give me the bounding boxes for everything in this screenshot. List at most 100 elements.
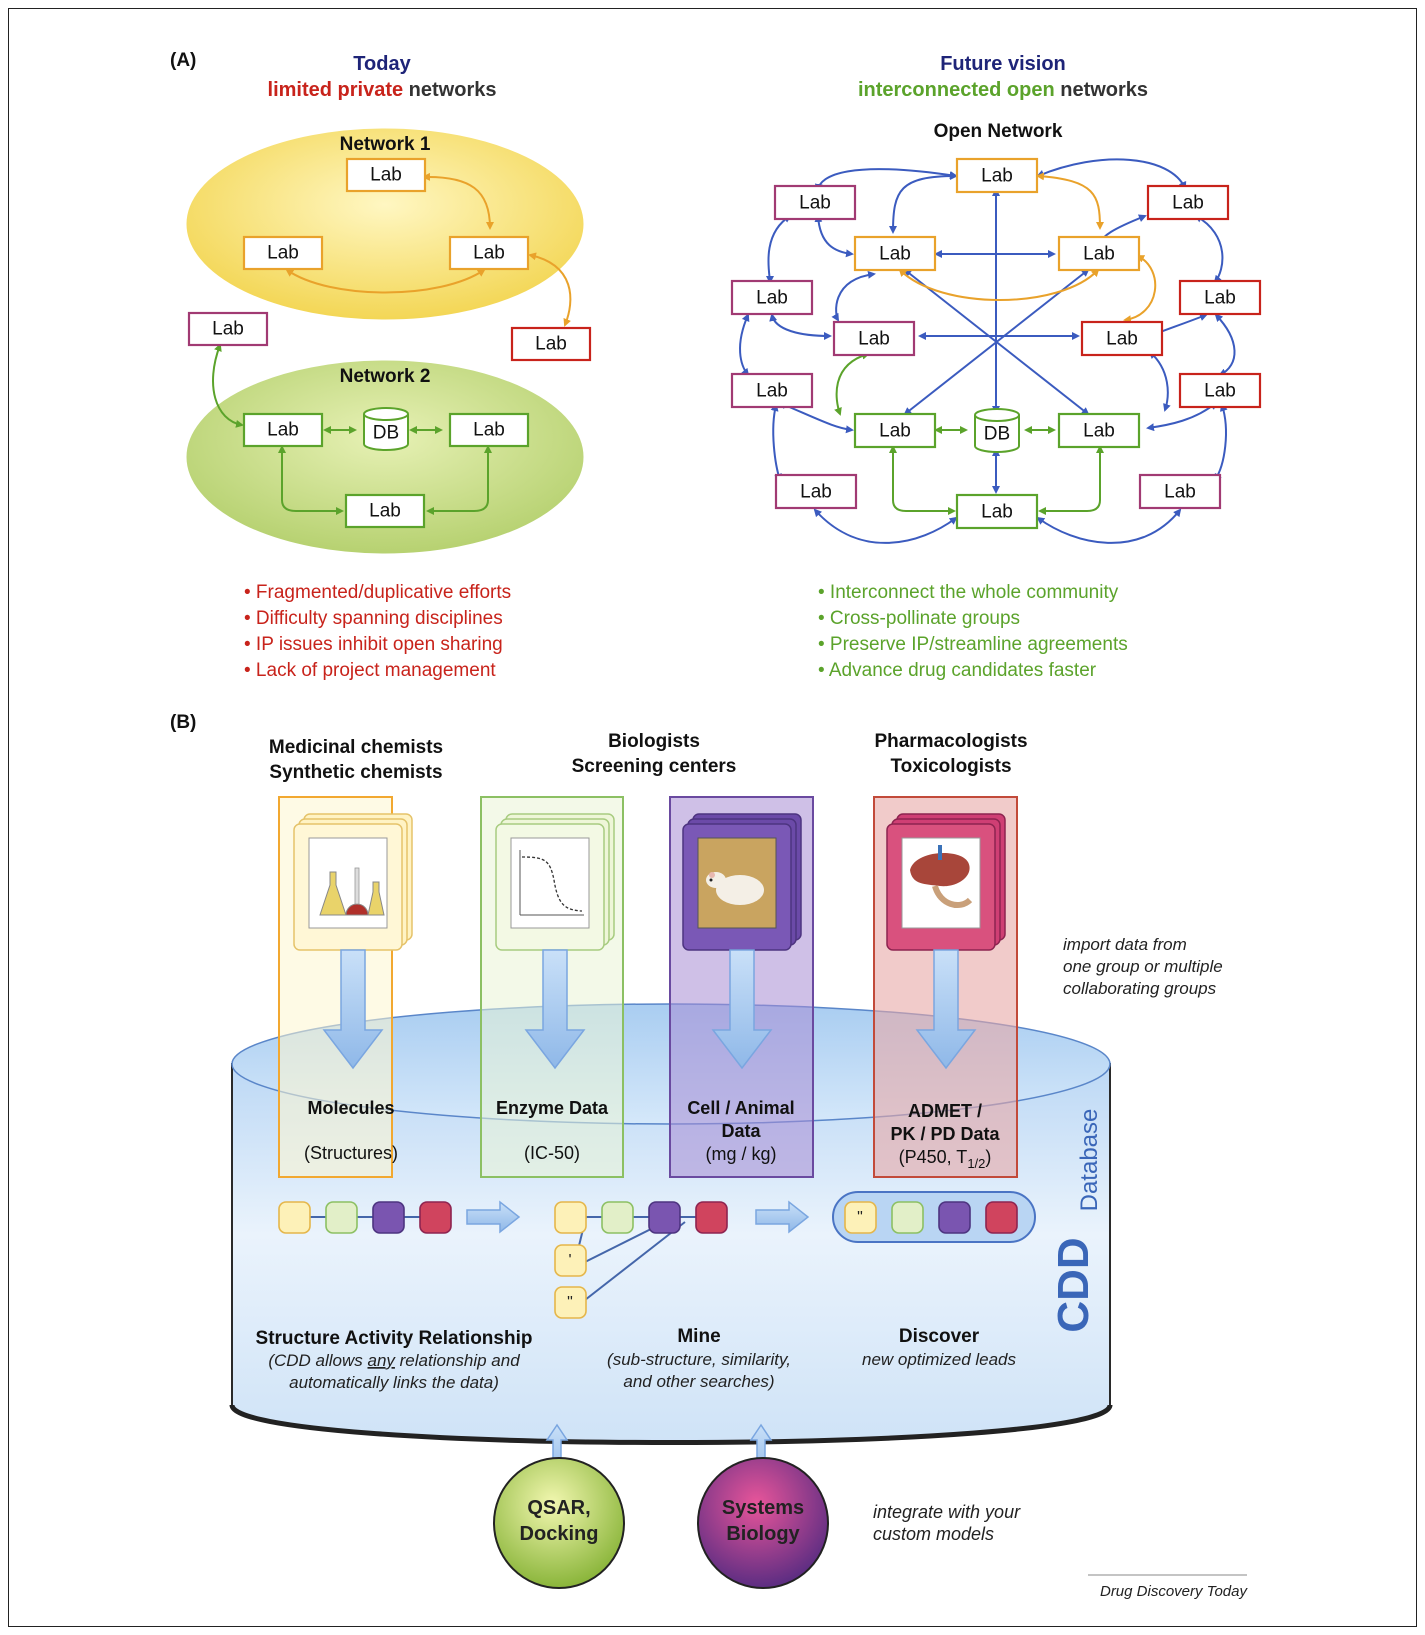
chain-node-variant — [554, 1286, 587, 1319]
today-bullet: • Difficulty spanning disciplines — [244, 608, 503, 629]
lab-node: Lab — [730, 372, 814, 409]
mine-title: Mine — [677, 1326, 720, 1347]
lab-node: Lab — [853, 412, 937, 449]
chain-node — [891, 1201, 924, 1234]
lab-node: Lab — [853, 235, 937, 272]
lab-label: Lab — [756, 381, 788, 402]
down-arrow — [915, 949, 977, 1070]
future-subtitle-rest: networks — [1055, 79, 1148, 101]
lab-node: Lab — [1146, 184, 1230, 221]
discovered-lead-capsule — [832, 1191, 1036, 1243]
today-title: Today — [353, 53, 411, 75]
lab-node: Lab — [773, 184, 857, 221]
import-note-line: one group or multiple — [1063, 957, 1223, 976]
panel-a-label: (A) — [170, 50, 196, 71]
lab-label: Lab — [799, 193, 831, 214]
net2-arrow — [426, 445, 492, 515]
open-link — [814, 168, 958, 192]
net2-arrow — [278, 445, 344, 515]
lab-label: Lab — [1106, 329, 1138, 350]
column-sub: (P450, T1/2) — [899, 1147, 992, 1171]
lab-label: Lab — [369, 501, 401, 522]
discover-title: Discover — [899, 1326, 980, 1347]
lab-label: Lab — [879, 244, 911, 265]
db-label: DB — [984, 424, 1010, 445]
open-link — [813, 508, 958, 544]
today-bullet: • Lack of project management — [244, 660, 496, 681]
chain-3 — [844, 1201, 1018, 1234]
lab-label: Lab — [981, 502, 1013, 523]
group-heading: Biologists — [608, 731, 700, 752]
lab-label: Lab — [756, 288, 788, 309]
lab-node: Lab — [1057, 412, 1141, 449]
lab-node: Lab — [448, 412, 530, 448]
systems-biology-circle — [697, 1457, 829, 1589]
network-2-label: Network 2 — [340, 366, 431, 387]
systems-line-1: Systems — [722, 1497, 804, 1519]
flow-arrow — [466, 1200, 521, 1234]
column-name-2: PK / PD Data — [890, 1124, 1000, 1144]
dose-response-chart-icon — [519, 850, 584, 916]
down-arrow — [322, 949, 384, 1070]
open-link — [769, 313, 832, 340]
integrate-note-line: custom models — [873, 1524, 994, 1544]
group-headings: Medicinal chemists Synthetic chemists Bi… — [269, 731, 1028, 783]
lab-label: Lab — [370, 165, 402, 186]
today-bullet: • IP issues inhibit open sharing — [244, 634, 503, 655]
database-node: DB — [363, 407, 409, 451]
import-note-line: import data from — [1063, 935, 1187, 954]
lab-node: Lab — [344, 493, 426, 529]
panel-b-label: (B) — [170, 712, 196, 733]
chain-node — [372, 1201, 405, 1234]
systems-line-2: Biology — [726, 1523, 800, 1545]
sar-line-1-pre: (CDD allows — [268, 1351, 367, 1370]
database-node: DB — [974, 408, 1020, 453]
lab-label: Lab — [267, 243, 299, 264]
sar-line-2: automatically links the data) — [289, 1373, 499, 1392]
open-network-green-links — [834, 351, 1104, 515]
open-link — [1036, 158, 1187, 190]
lab-node: Lab — [774, 473, 858, 510]
chain-node — [938, 1201, 971, 1234]
sar-title: Structure Activity Relationship — [256, 1328, 533, 1349]
liver-icon — [910, 845, 973, 908]
lab-label: Lab — [1204, 381, 1236, 402]
today-subtitle-rest: networks — [403, 79, 496, 101]
future-bullet: • Interconnect the whole community — [818, 582, 1119, 603]
future-subtitle-green: interconnected open — [858, 79, 1055, 101]
net1-external-arrow — [528, 252, 572, 327]
sar-line-1-underlined: any — [368, 1351, 397, 1370]
today-bullets: • Fragmented/duplicative efforts • Diffi… — [244, 582, 511, 681]
column-sub: (Structures) — [304, 1143, 398, 1163]
chain-node — [554, 1201, 587, 1234]
lab-label: Lab — [1083, 421, 1115, 442]
column-name: Enzyme Data — [496, 1098, 609, 1118]
future-title: Future vision — [940, 53, 1066, 75]
sar-line-1: (CDD allows any relationship and — [268, 1351, 520, 1370]
double-prime-mark: " — [857, 1209, 863, 1226]
lab-node: Lab — [832, 320, 916, 357]
today-bullet: • Fragmented/duplicative efforts — [244, 582, 511, 603]
column-name-2: Data — [721, 1121, 761, 1141]
down-arrow — [711, 949, 773, 1070]
mine-line-1: (sub-structure, similarity, — [607, 1350, 791, 1369]
open-link — [1036, 172, 1104, 230]
future-bullet: • Preserve IP/streamline agreements — [818, 634, 1128, 655]
lab-label: Lab — [1164, 482, 1196, 503]
lab-node: Lab — [242, 235, 324, 271]
lab-label: Lab — [535, 334, 567, 355]
open-link — [831, 270, 876, 322]
discover-line-1: new optimized leads — [862, 1350, 1017, 1369]
credit-text: Drug Discovery Today — [1100, 1583, 1249, 1600]
prime-mark: ' — [568, 1252, 571, 1269]
open-link — [898, 268, 1100, 301]
import-arrows — [322, 949, 977, 1070]
lab-label: Lab — [473, 243, 505, 264]
lab-label: Lab — [473, 420, 505, 441]
db-label: DB — [373, 423, 399, 444]
group-heading: Medicinal chemists — [269, 737, 443, 758]
column-sub-subscript: 1/2 — [967, 1156, 985, 1171]
column-sub: (IC-50) — [524, 1143, 580, 1163]
